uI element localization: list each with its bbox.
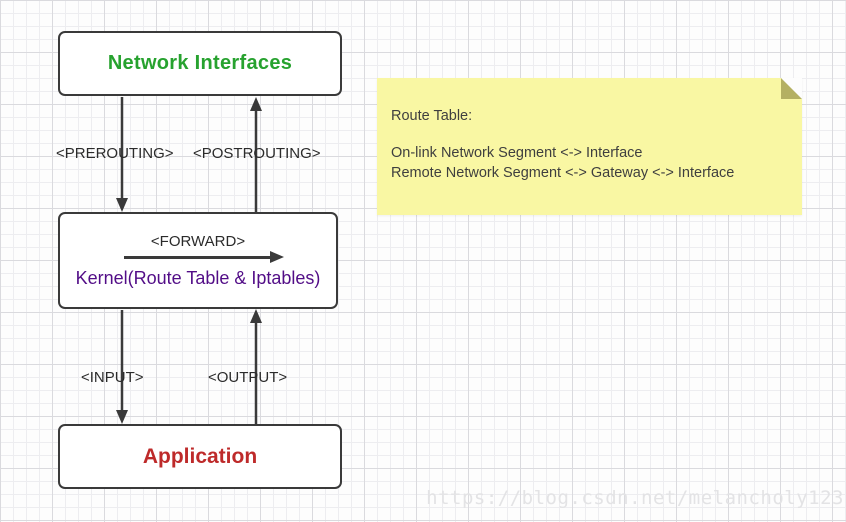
- kernel-node: <FORWARD> Kernel(Route Table & Iptables): [58, 212, 338, 309]
- note-fold-corner: [781, 78, 802, 99]
- application-node: Application: [58, 424, 342, 489]
- output-edge-label: <OUTPUT>: [208, 369, 288, 386]
- kernel-label: Kernel(Route Table & Iptables): [75, 267, 321, 288]
- input-edge-label: <INPUT>: [81, 369, 144, 386]
- route-table-note: Route Table: On-link Network Segment <->…: [377, 78, 802, 215]
- forward-edge-label: <FORWARD>: [150, 232, 246, 250]
- input-arrow: [116, 310, 128, 424]
- note-line: Remote Network Segment <-> Gateway <-> I…: [391, 164, 735, 181]
- output-arrow: [250, 309, 262, 424]
- watermark-url: https://blog.csdn.net/melancholy123: [426, 487, 844, 509]
- note-title: Route Table:: [391, 108, 473, 124]
- postrouting-edge-label: <POSTROUTING>: [193, 145, 321, 162]
- note-line: On-link Network Segment <-> Interface: [391, 145, 643, 161]
- forward-arrow: [124, 250, 284, 263]
- application-label: Application: [142, 444, 258, 468]
- network-interfaces-node: Network Interfaces: [58, 31, 342, 96]
- prerouting-edge-label: <PREROUTING>: [56, 145, 174, 162]
- network-interfaces-label: Network Interfaces: [107, 52, 293, 74]
